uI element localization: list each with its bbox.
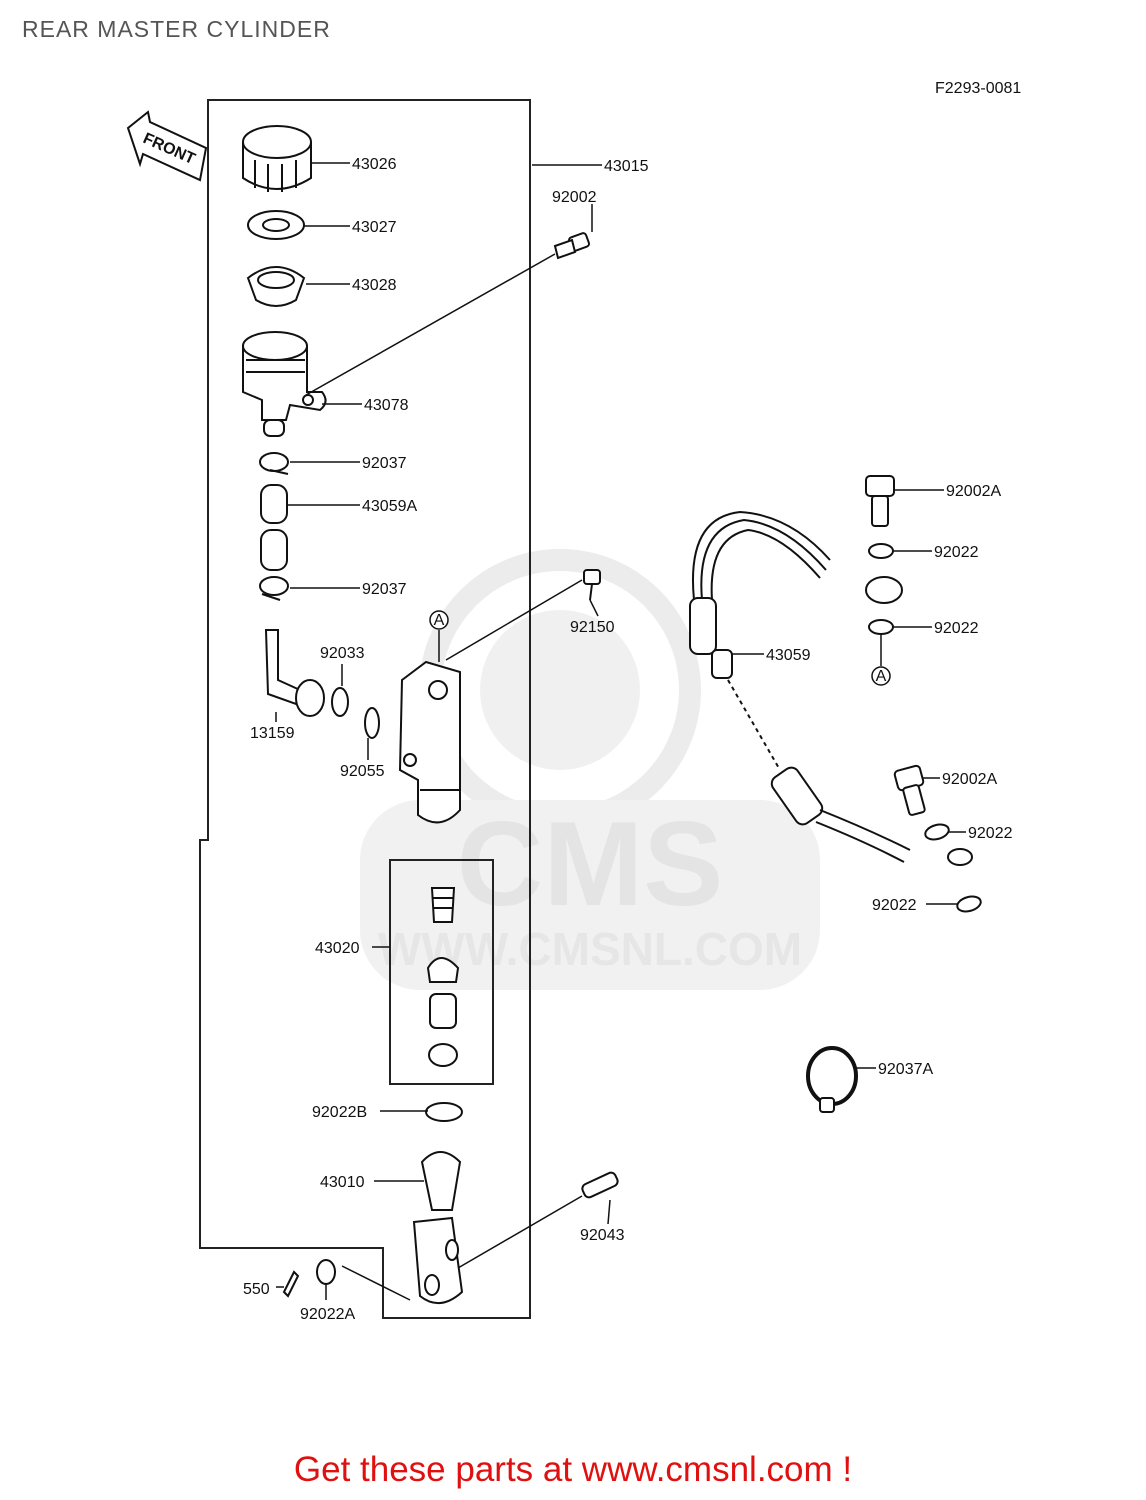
part-label-43059a: 43059A xyxy=(362,498,417,515)
hose-clamp-upper xyxy=(259,452,289,475)
part-label-92022-upper-a: 92022 xyxy=(934,544,979,561)
piston-kit xyxy=(426,887,460,1067)
circlip-92022b xyxy=(425,1102,463,1122)
reservoir-cap xyxy=(242,125,312,192)
part-labels: 43026 43027 43028 43015 92002 43078 9203… xyxy=(243,156,1013,1323)
part-label-92037-lower: 92037 xyxy=(362,581,407,598)
part-label-92043: 92043 xyxy=(580,1227,625,1244)
marker-a-cylinder-label: A xyxy=(434,612,445,629)
push-rod-clevis xyxy=(412,1151,464,1304)
footer-cta[interactable]: Get these parts at www.cmsnl.com ! xyxy=(293,1450,853,1489)
part-label-92033: 92033 xyxy=(320,645,365,662)
inlet-fitting xyxy=(264,629,325,717)
part-label-92037a: 92037A xyxy=(878,1061,933,1078)
cylinder-bolt xyxy=(583,569,601,601)
clevis-pin xyxy=(581,1171,619,1199)
part-label-92022b: 92022B xyxy=(312,1104,367,1121)
reservoir-bolt xyxy=(553,232,591,260)
diaphragm-plate xyxy=(247,210,305,240)
part-label-92055: 92055 xyxy=(340,763,385,780)
figure-code: F2293-0081 xyxy=(935,80,1021,97)
o-ring-92055 xyxy=(364,707,380,739)
part-label-92002a-lower: 92002A xyxy=(942,771,997,788)
hose-clamp-92037a xyxy=(806,1046,858,1113)
brake-hose xyxy=(689,510,973,866)
part-label-92037-upper: 92037 xyxy=(362,455,407,472)
circlip-92033 xyxy=(331,687,349,717)
leader-lines xyxy=(275,162,966,1301)
part-label-92002: 92002 xyxy=(552,189,597,206)
marker-a-hose-label: A xyxy=(876,668,887,685)
marker-a-cylinder xyxy=(429,610,449,630)
washer-92022a-lower xyxy=(316,1259,336,1285)
part-label-92002a-upper: 92002A xyxy=(946,483,1001,500)
watermark-brand: CMS xyxy=(457,797,724,931)
part-label-43059: 43059 xyxy=(766,647,811,664)
part-label-43015: 43015 xyxy=(604,158,649,175)
part-label-13159: 13159 xyxy=(250,725,295,742)
front-arrow: FRONT xyxy=(126,110,208,182)
master-cylinder-body xyxy=(398,660,461,824)
part-label-92022-upper-b: 92022 xyxy=(934,620,979,637)
part-label-550: 550 xyxy=(243,1281,270,1298)
part-label-43027: 43027 xyxy=(352,219,397,236)
diaphragm xyxy=(246,266,306,307)
banjo-bolt-lower xyxy=(893,764,926,816)
banjo-bolt-upper xyxy=(865,475,895,527)
part-label-43020: 43020 xyxy=(315,940,360,957)
washer-92022-upper-b xyxy=(868,619,894,635)
washer-92022-lower-a xyxy=(924,823,950,841)
reference-markers xyxy=(429,610,891,686)
marker-a-hose xyxy=(871,666,891,686)
hose-clamp-lower xyxy=(259,576,289,601)
cms-watermark: CMS WWW.CMSNL.COM xyxy=(360,549,820,990)
assembly-outline-43015 xyxy=(199,99,531,1319)
page-title: REAR MASTER CYLINDER xyxy=(22,16,331,42)
part-label-43010: 43010 xyxy=(320,1174,365,1191)
part-label-43078: 43078 xyxy=(364,397,409,414)
part-label-92022-lower-b: 92022 xyxy=(872,897,917,914)
reservoir-hose xyxy=(260,484,288,571)
washer-92022-upper-a xyxy=(868,543,894,559)
part-label-92022-lower-a: 92022 xyxy=(968,825,1013,842)
part-label-43028: 43028 xyxy=(352,277,397,294)
part-label-43026: 43026 xyxy=(352,156,397,173)
cotter-pin xyxy=(282,1270,300,1298)
part-label-92022a: 92022A xyxy=(300,1306,355,1323)
part-label-92150: 92150 xyxy=(570,619,615,636)
washer-92022-lower-b xyxy=(956,895,982,913)
reservoir-tank xyxy=(242,331,327,437)
